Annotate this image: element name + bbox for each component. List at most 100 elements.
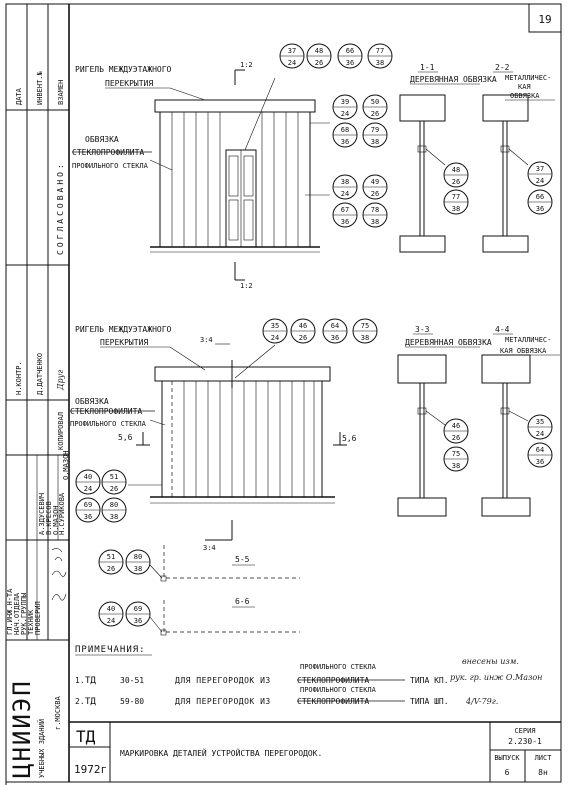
bubble: 67 36	[332, 202, 358, 228]
bottom-beam-label-1: РИГЕЛЬ МЕЖДУЭТАЖНОГО	[75, 325, 172, 334]
title-block-issue: 6	[505, 768, 510, 777]
svg-text:36: 36	[331, 334, 339, 342]
strip-role-5: ПРОВЕРИЛ	[34, 601, 42, 635]
note-handwritten-2: рук. гр. инж О.Мазон	[450, 673, 542, 682]
note-1-code: ТД	[85, 676, 96, 686]
svg-text:35: 35	[536, 418, 544, 426]
svg-text:77: 77	[452, 193, 460, 201]
strip-col-date: ДАТА	[15, 87, 23, 105]
title-block-title: МАРКИРОВКА ДЕТАЛЕЙ УСТРОЙСТВА ПЕРЕГОРОДО…	[120, 747, 322, 758]
title-block: ТД 1972г МАРКИРОВКА ДЕТАЛЕЙ УСТРОЙСТВА П…	[69, 721, 561, 782]
strip-role-1: ГЛ.ИНЖ.Н-ТА	[6, 588, 14, 635]
svg-text:67: 67	[341, 206, 349, 214]
svg-text:75: 75	[361, 322, 369, 330]
title-block-series: 2.230-1	[508, 737, 542, 746]
strip-institute: ЦНИИЭП	[8, 679, 36, 778]
strip-name-2: В.КРЕСОВ	[45, 501, 53, 535]
svg-text:50: 50	[371, 98, 379, 106]
strip-name-3: О.МАЗОН	[52, 505, 60, 535]
bottom-mark-34-lower: 3:4	[203, 544, 216, 552]
svg-text:24: 24	[341, 190, 349, 198]
bottom-glass-lines	[171, 381, 315, 497]
svg-text:38: 38	[341, 178, 349, 186]
svg-text:36: 36	[536, 458, 544, 466]
strip-agreed: СОГЛАСОВАНО:	[56, 161, 65, 255]
strip-copy-label: КОПИРОВАЛ	[57, 412, 65, 450]
svg-text:26: 26	[452, 434, 460, 442]
svg-text:24: 24	[341, 110, 349, 118]
svg-text:38: 38	[452, 205, 460, 213]
section-4-4-mark: 4-4	[495, 325, 510, 334]
section-4-4-title-1: МЕТАЛЛИЧЕС-	[505, 336, 551, 344]
svg-text:26: 26	[452, 178, 460, 186]
svg-text:37: 37	[536, 165, 544, 173]
svg-text:26: 26	[107, 565, 115, 573]
svg-text:36: 36	[536, 205, 544, 213]
bubble: 39 24	[332, 94, 358, 120]
svg-text:38: 38	[452, 462, 460, 470]
strip-name-4: Н.СУРИКОВА	[58, 492, 66, 535]
svg-text:38: 38	[371, 138, 379, 146]
top-strap-label: ОБВЯЗКА	[85, 135, 119, 144]
section-2-2-title-3: ОБВЯЗКА	[510, 92, 540, 100]
strip-city: г.МОСКВА	[54, 695, 62, 730]
section-2-2-mark: 2-2	[495, 63, 510, 72]
bottom-elevation: РИГЕЛЬ МЕЖДУЭТАЖНОГО ПЕРЕКРЫТИЯ 3:4	[70, 325, 357, 552]
svg-text:39: 39	[341, 98, 349, 106]
strip-institute-sub: УЧЕБНЫХ ЗДАНИЙ	[37, 719, 46, 778]
top-section-mark-upper: 1:2	[240, 61, 253, 69]
bottom-mark-56-left: 5,6	[118, 433, 133, 442]
section-4-4-title-2: КАЯ ОБВЯЗКА	[500, 347, 547, 355]
svg-text:80: 80	[110, 501, 118, 509]
svg-text:64: 64	[331, 322, 339, 330]
section-2-2-title-1: МЕТАЛЛИЧЕС-	[505, 74, 551, 82]
top-glass-lines	[171, 112, 299, 247]
title-block-sheet: 8н	[538, 768, 548, 777]
strip-chief: Н.КОНТР.	[15, 361, 23, 395]
svg-text:36: 36	[341, 138, 349, 146]
title-block-sheet-label: ЛИСТ	[535, 754, 553, 762]
top-strap-replacement: ПРОФИЛЬНОГО СТЕКЛА	[72, 162, 149, 170]
svg-text:38: 38	[110, 513, 118, 521]
note-2-num: 2.	[75, 697, 85, 706]
svg-text:48: 48	[315, 47, 323, 55]
strip-col-inventory: ИНВЕНТ.№	[36, 70, 44, 105]
svg-text:24: 24	[288, 59, 296, 67]
svg-text:49: 49	[371, 178, 379, 186]
bottom-mark-56-right: 5,6	[342, 434, 357, 443]
svg-text:36: 36	[341, 218, 349, 226]
section-3-3-title: ДЕРЕВЯННАЯ ОБВЯЗКА	[405, 338, 492, 347]
svg-text:64: 64	[536, 446, 544, 454]
strip-role-4: ТЕХНИК	[27, 609, 35, 635]
note-2-range: 59-80	[120, 697, 144, 706]
strip-name-5: О.МАЗОН	[62, 450, 70, 480]
svg-text:36: 36	[134, 617, 142, 625]
svg-text:24: 24	[271, 334, 279, 342]
note-1-range: 30-51	[120, 676, 144, 685]
bubble: 64 36	[322, 318, 348, 344]
top-door	[225, 149, 257, 248]
note-1-replacement: ПРОФИЛЬНОГО СТЕКЛА	[300, 663, 377, 671]
svg-text:46: 46	[299, 322, 307, 330]
sheet-frame: 19	[5, 3, 562, 783]
top-strap-struck: СТЕКЛОПРОФИЛИТА	[72, 148, 144, 157]
